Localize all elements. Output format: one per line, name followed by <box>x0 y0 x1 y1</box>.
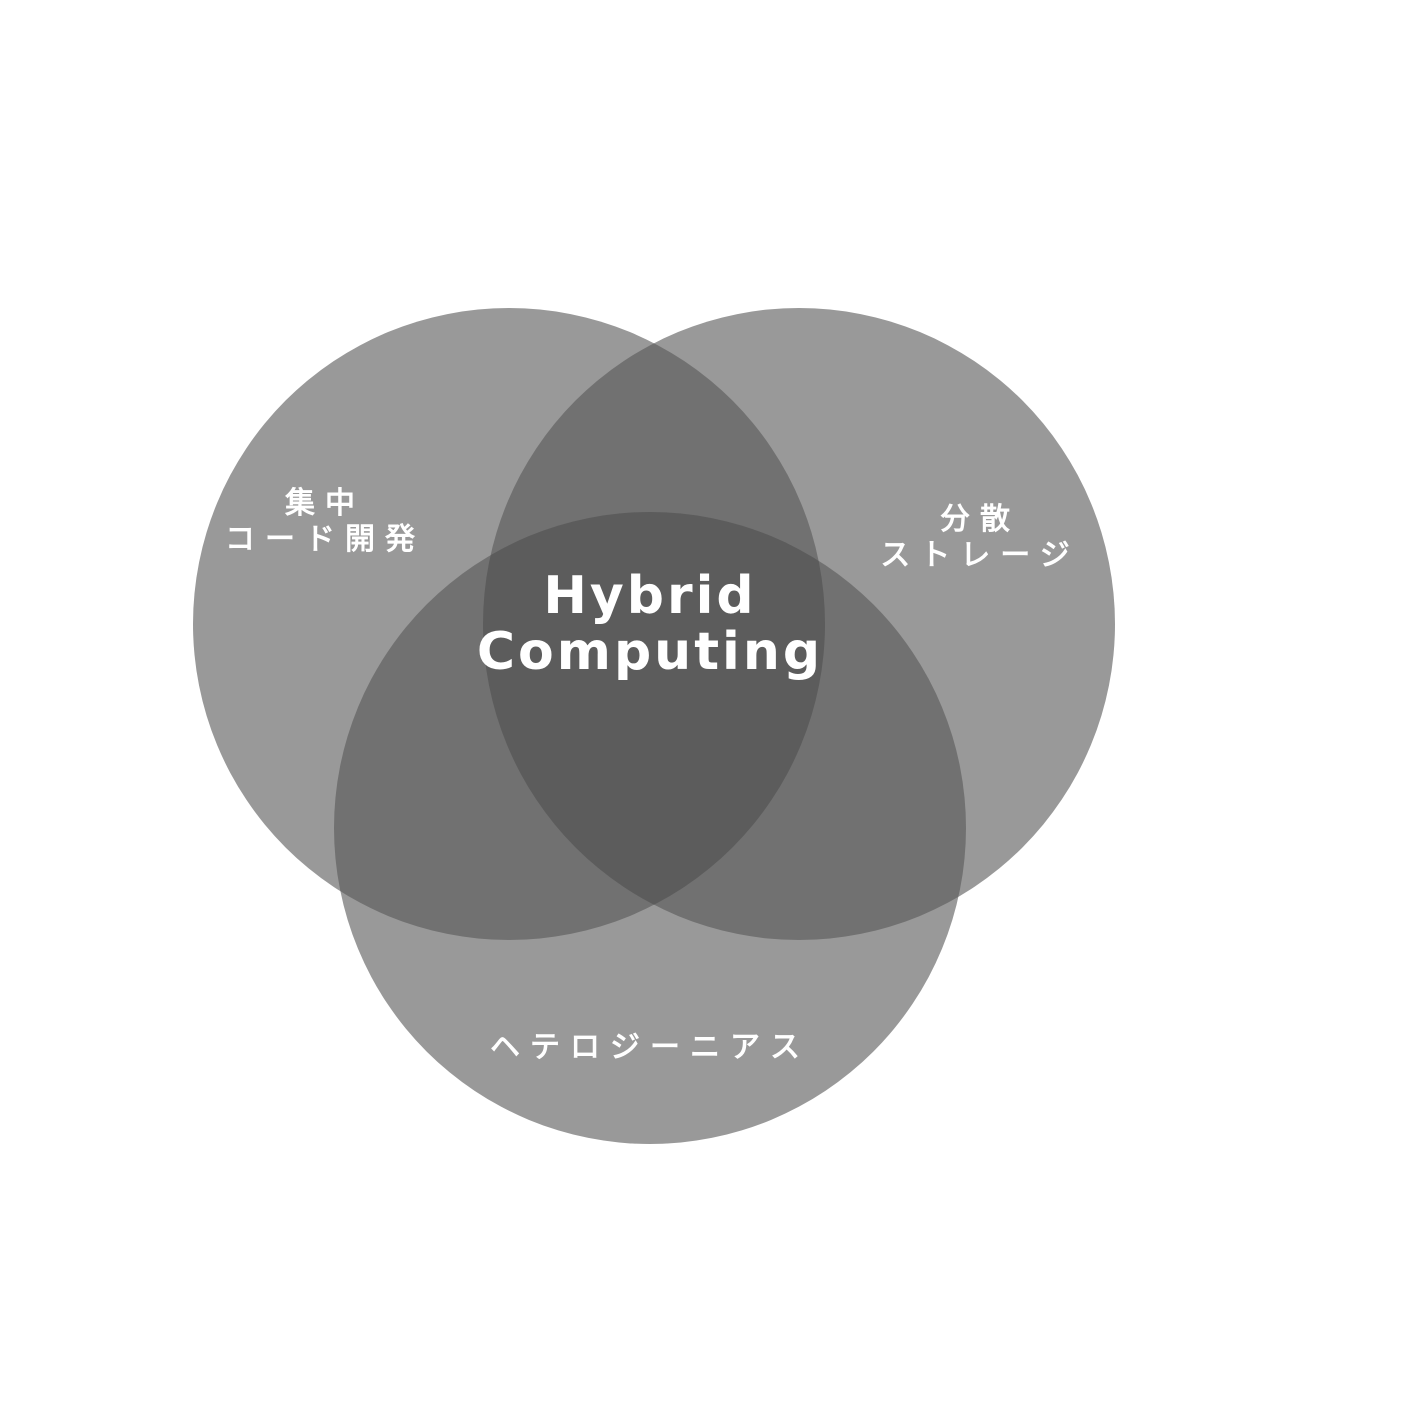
label-right: 分散 ストレージ <box>860 502 1100 574</box>
label-right-line1: 分散 <box>940 502 1020 537</box>
label-left-line2: コード開発 <box>225 522 425 557</box>
center-label-line2: Computing <box>476 622 824 683</box>
overlap-all <box>483 512 825 940</box>
center-label-line1: Hybrid <box>543 566 757 626</box>
label-left: 集中 コード開発 <box>200 486 450 558</box>
label-right-line2: ストレージ <box>880 538 1080 573</box>
label-left-line1: 集中 <box>285 486 365 521</box>
center-label: Hybrid Computing <box>450 568 850 680</box>
label-bottom: ヘテロジーニアス <box>450 1030 850 1066</box>
label-bottom-line1: ヘテロジーニアス <box>490 1030 810 1065</box>
